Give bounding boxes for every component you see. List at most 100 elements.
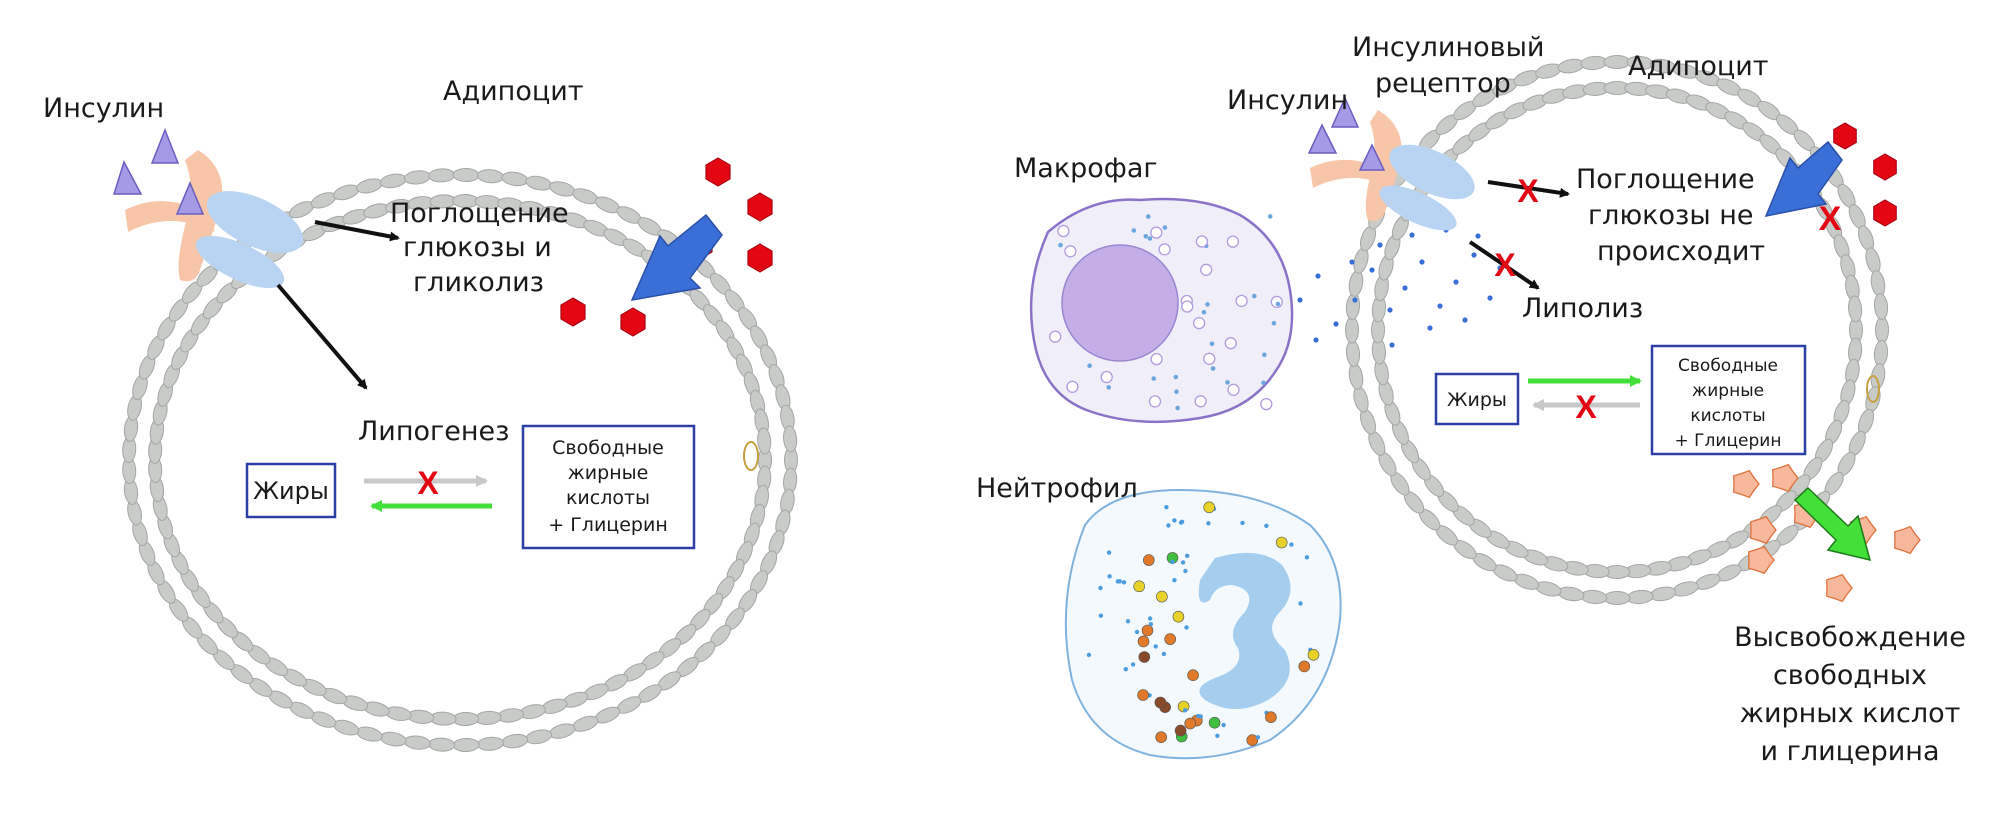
- membrane-lipid: [1626, 589, 1654, 605]
- membrane-lipid: [1603, 55, 1631, 69]
- cytokine-dot: [1475, 233, 1481, 239]
- cytokine-dot: [1387, 307, 1393, 313]
- granule: [1141, 624, 1154, 637]
- cytokine-dot: [1389, 342, 1395, 348]
- granule: [1200, 263, 1213, 276]
- granule: [1106, 385, 1111, 390]
- membrane-lipid: [356, 726, 383, 742]
- granule: [1194, 395, 1207, 408]
- membrane-lipid: [525, 729, 553, 745]
- membrane-lipid: [525, 175, 553, 191]
- left-panel: Инсулин Адипоцит Поглощение глюкозы и гл…: [43, 76, 798, 753]
- adipocyte-membrane-left: [122, 167, 798, 753]
- granule: [1255, 735, 1261, 740]
- membrane-lipid: [379, 731, 407, 747]
- granule: [1164, 505, 1169, 510]
- granule: [1178, 520, 1184, 525]
- granule: [1246, 734, 1259, 747]
- granule: [1125, 619, 1131, 624]
- granule: [1098, 613, 1104, 618]
- granule: [1227, 383, 1240, 396]
- cytokine-dot: [1315, 273, 1321, 279]
- macrophage-cell: [1029, 197, 1294, 424]
- granule: [1131, 228, 1137, 233]
- ffa-box-line: кислоты: [1690, 406, 1765, 426]
- membrane-lipid: [1348, 363, 1364, 390]
- membrane-lipid: [1873, 339, 1889, 367]
- granule: [1185, 553, 1190, 558]
- glucose-icon: [1833, 122, 1857, 150]
- membrane-lipid: [549, 723, 576, 739]
- neutrophil-nucleus: [1198, 552, 1291, 709]
- cytokine-dot: [1349, 259, 1355, 265]
- granule: [1174, 724, 1187, 737]
- ffa-box-line: Свободные: [552, 437, 664, 459]
- granule: [1267, 214, 1273, 219]
- blocked-x-mark: X: [1494, 247, 1516, 283]
- granule: [1215, 733, 1220, 738]
- right-panel: X X X Жиры X Свободные жирные кислоты + …: [976, 32, 1966, 767]
- granule: [1275, 301, 1281, 307]
- ffa-box-line: + Глицерин: [548, 514, 668, 536]
- membrane-lipid: [501, 733, 529, 749]
- fats-label-right: Жиры: [1447, 389, 1507, 411]
- membrane-lipid: [379, 173, 407, 189]
- membrane-lipid: [1649, 586, 1677, 602]
- granule: [1064, 245, 1077, 258]
- membrane-lipid: [501, 171, 529, 187]
- glucose-icon: [1873, 153, 1897, 181]
- adipocyte-label: Адипоцит: [443, 76, 584, 107]
- granule: [1106, 550, 1112, 555]
- blocked-x-mark: X: [1575, 389, 1597, 425]
- granule: [1195, 235, 1209, 248]
- membrane-lipid: [1865, 247, 1881, 274]
- granule: [1252, 293, 1257, 299]
- granule: [1146, 214, 1151, 219]
- glucose-transport-arrow: [630, 213, 723, 301]
- blocked-x-mark: X: [1517, 173, 1539, 209]
- granule: [1221, 722, 1226, 728]
- granule: [1289, 542, 1294, 547]
- insulin-label: Инсулин: [43, 93, 164, 124]
- granule: [1100, 370, 1113, 384]
- granule: [1210, 366, 1216, 371]
- membrane-lipid: [333, 719, 360, 736]
- granule: [1147, 616, 1153, 621]
- membrane-lipid: [1353, 247, 1369, 274]
- glucose-molecules-right: [1833, 122, 1897, 227]
- granule: [1086, 652, 1092, 658]
- granule: [1198, 714, 1204, 719]
- insulin-molecule-icon: [112, 160, 143, 195]
- glucose-icon: [747, 192, 773, 222]
- granule: [1226, 235, 1240, 248]
- membrane-lipid: [1580, 55, 1608, 71]
- granule: [1148, 395, 1162, 408]
- membrane-channel-left: [743, 441, 759, 471]
- glucose-icon: [560, 297, 586, 327]
- granule: [1307, 648, 1320, 661]
- granule: [1130, 662, 1136, 667]
- granule: [1201, 310, 1207, 315]
- granule: [1203, 501, 1215, 514]
- insulin-molecule-icon: [1330, 96, 1360, 128]
- insulin-receptor-label: рецептор: [1375, 68, 1511, 99]
- glucose-icon: [620, 307, 646, 337]
- no-glucose-uptake-label: Поглощение: [1576, 164, 1755, 195]
- granule: [1260, 397, 1273, 411]
- ffa-particle: [1748, 545, 1775, 575]
- ffa-release-label: свободных: [1773, 660, 1927, 691]
- blocked-x-mark: X: [1819, 200, 1842, 238]
- no-glucose-uptake-label: глюкозы не: [1588, 200, 1754, 231]
- membrane-lipid: [356, 178, 383, 194]
- insulin-label-right: Инсулин: [1227, 85, 1348, 116]
- granule: [1240, 520, 1245, 526]
- granule: [1225, 380, 1230, 385]
- neutrophil-cell: [1064, 488, 1342, 760]
- fats-box-right: [1434, 372, 1520, 426]
- granule: [1151, 376, 1156, 381]
- membrane-lipid: [1603, 591, 1631, 605]
- fats-label: Жиры: [253, 477, 329, 505]
- granule: [1049, 330, 1062, 343]
- cytokine-dot: [1402, 285, 1408, 291]
- granule: [1172, 578, 1177, 583]
